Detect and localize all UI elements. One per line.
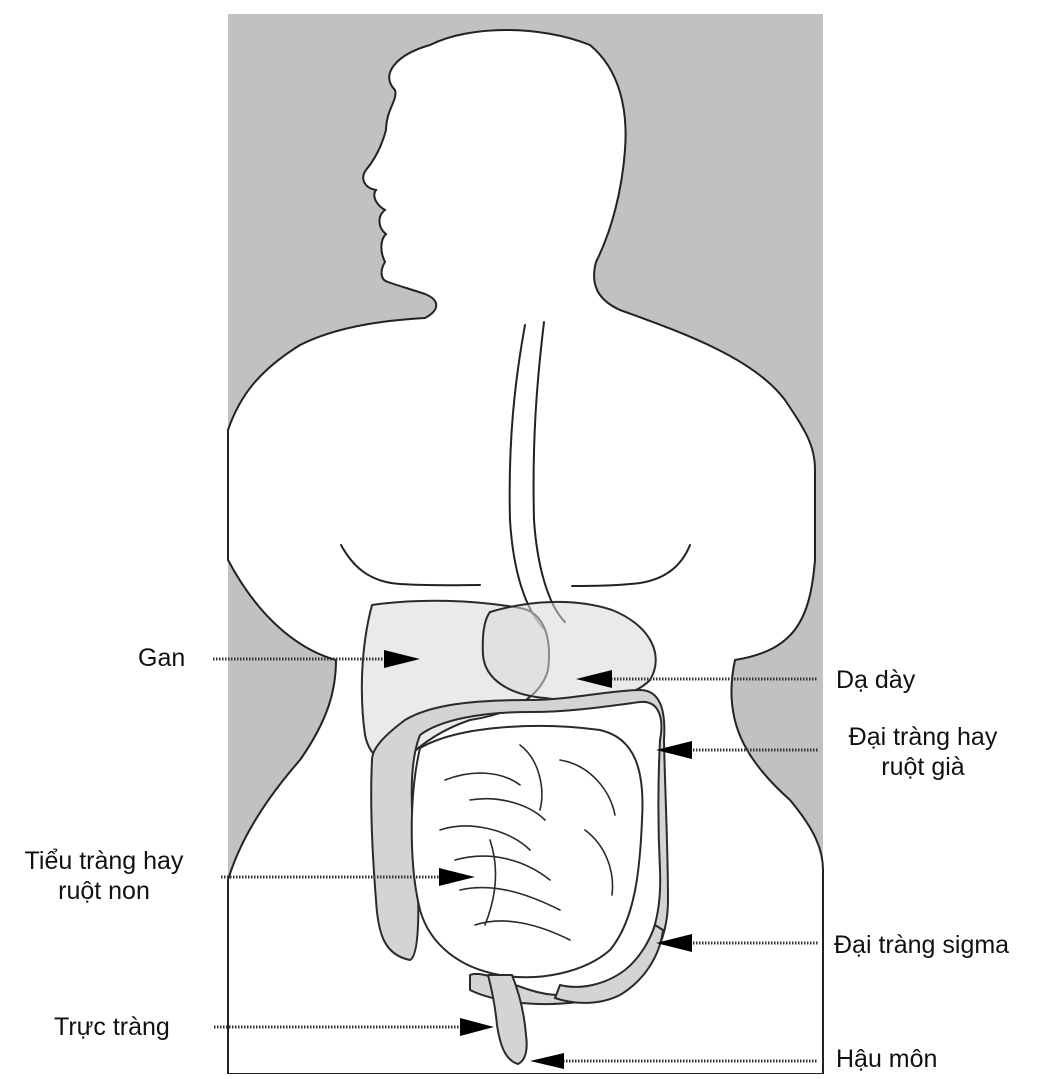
liver-arrowhead: [384, 650, 420, 668]
small-intestine-arrowhead: [439, 868, 475, 886]
label-colon-line1: Đại tràng hay: [828, 722, 1018, 752]
stomach-arrowhead: [576, 670, 612, 688]
label-stomach: Dạ dày: [836, 665, 915, 695]
rectum-arrowhead: [460, 1018, 494, 1036]
label-colon-line2: ruột già: [828, 752, 1018, 782]
label-rectum: Trực tràng: [54, 1012, 170, 1042]
colon-arrowhead: [656, 741, 692, 759]
sigmoid-arrowhead: [656, 934, 692, 952]
anus-arrowhead: [530, 1053, 564, 1069]
label-colon: Đại tràng hay ruột già: [828, 722, 1018, 782]
label-small-intestine-line2: ruột non: [6, 876, 202, 906]
label-anus: Hậu môn: [836, 1044, 937, 1074]
label-liver: Gan: [138, 643, 185, 673]
label-small-intestine-line1: Tiểu tràng hay: [6, 846, 202, 876]
label-small-intestine: Tiểu tràng hay ruột non: [6, 846, 202, 906]
label-sigmoid-colon: Đại tràng sigma: [834, 930, 1009, 960]
